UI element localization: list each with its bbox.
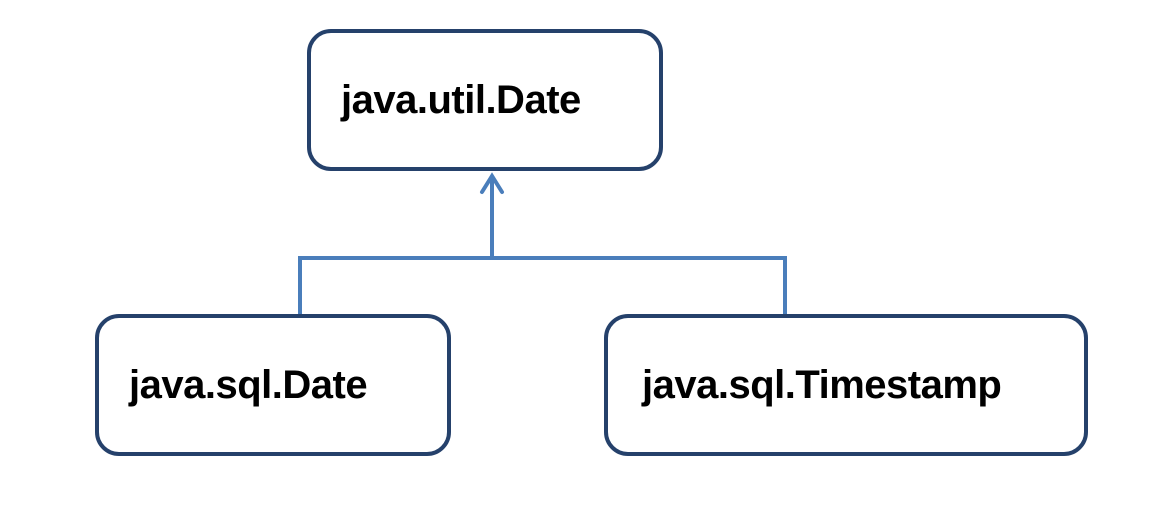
parent-class-box: java.util.Date	[307, 29, 663, 171]
child-class-box-sql-date: java.sql.Date	[95, 314, 451, 456]
parent-class-label: java.util.Date	[341, 77, 581, 122]
child-class-label: java.sql.Date	[129, 362, 368, 407]
child-class-label: java.sql.Timestamp	[642, 362, 1002, 407]
child-class-box-sql-timestamp: java.sql.Timestamp	[604, 314, 1088, 456]
inheritance-arrowhead	[480, 172, 504, 194]
